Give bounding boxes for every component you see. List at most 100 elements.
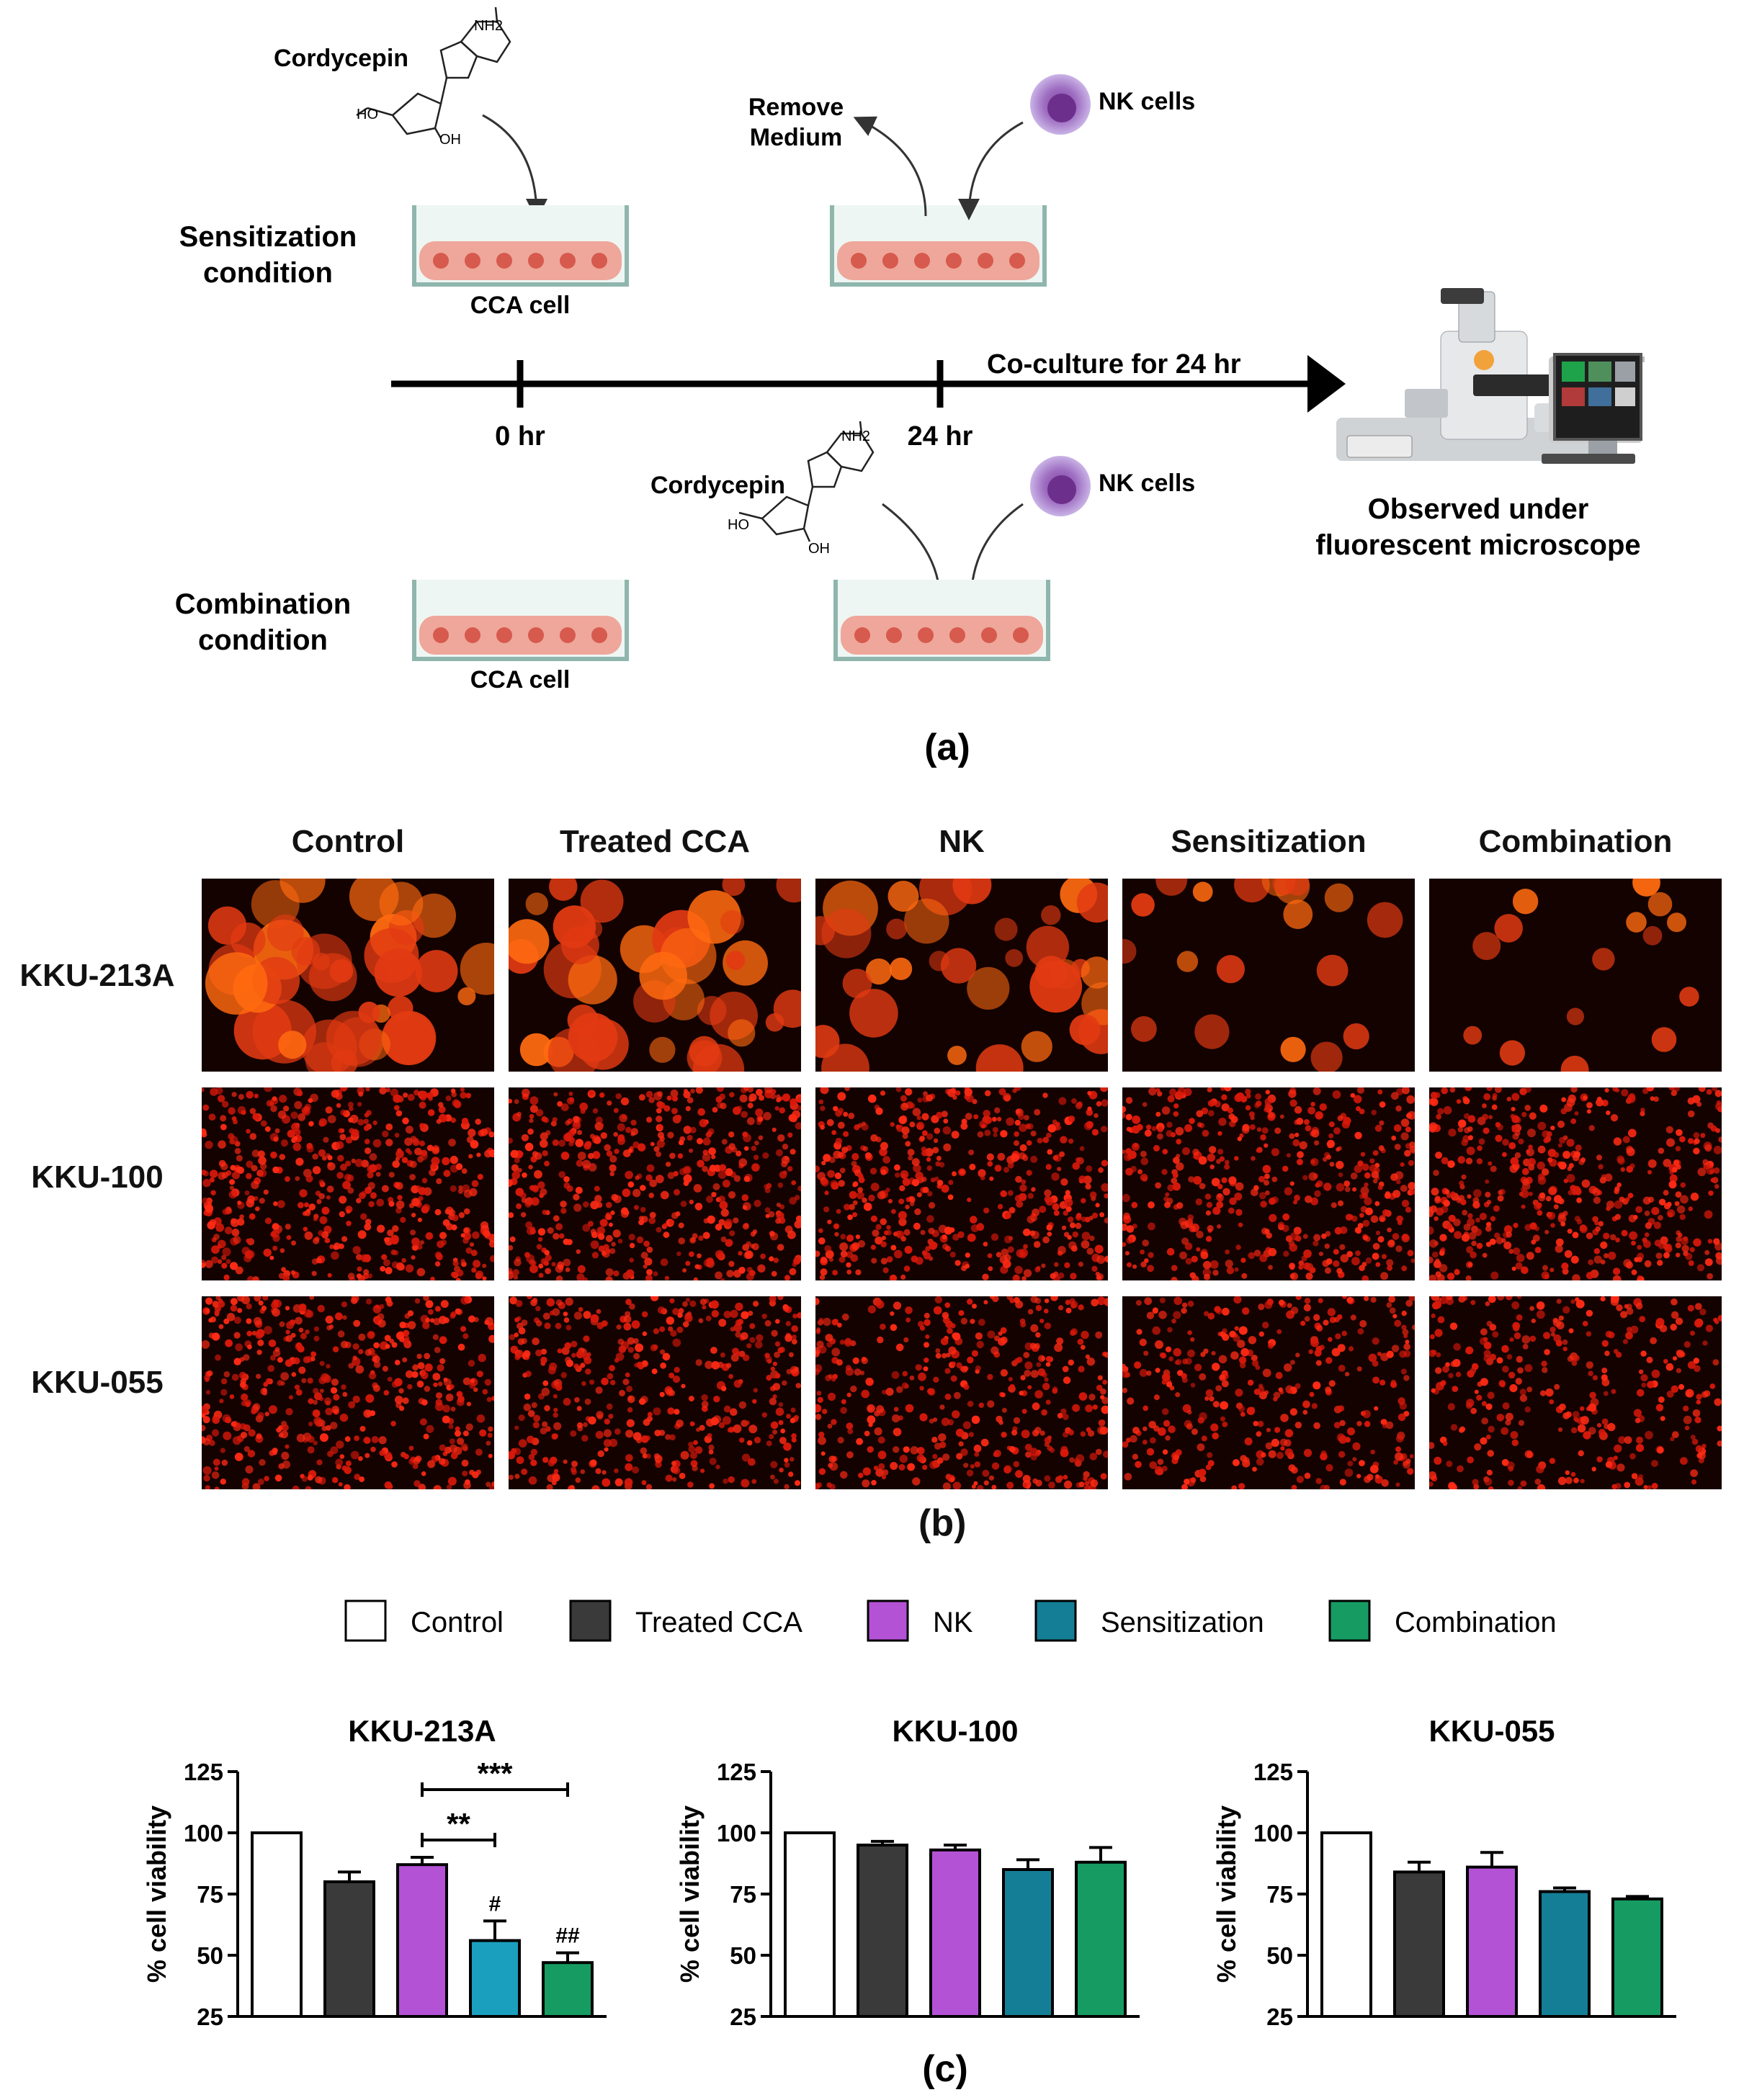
remove-medium-label-line1: Remove — [748, 94, 844, 121]
cca-cell-label-top: CCA cell — [470, 292, 571, 319]
y-axis-label: % cell viability — [1212, 1805, 1241, 1983]
timeline-label-24hr: 24 hr — [908, 421, 973, 452]
bar-4 — [542, 1961, 594, 2019]
legend-swatch — [1034, 1599, 1077, 1642]
micrograph-kku-213a-combination — [1429, 879, 1722, 1072]
y-tick-label: 50 — [730, 1942, 756, 1969]
y-axis-label: % cell viability — [675, 1805, 705, 1983]
bar-0 — [1320, 1831, 1372, 2018]
culture-well-bottom-right — [833, 580, 1050, 661]
significance-stars: *** — [477, 1756, 513, 1790]
legend-item-0: Control — [344, 1599, 504, 1642]
panel-c-letter: (c) — [922, 2048, 968, 2090]
significance-stars: ** — [447, 1807, 470, 1841]
chart-title: KKU-055 — [1428, 1714, 1555, 1748]
chart-title: KKU-100 — [892, 1714, 1018, 1748]
coculture-label: Co-culture for 24 hr — [987, 349, 1241, 380]
bar-2 — [929, 1848, 981, 2018]
nk-cells-label-bottom: NK cells — [1099, 470, 1195, 497]
nh2-label-top: NH2 — [474, 18, 503, 34]
legend-item-1: Treated CCA — [569, 1599, 802, 1642]
chart-legend: Control Treated CCA NK Sensitization Combina… — [344, 1599, 1557, 1642]
bar-3 — [1002, 1868, 1054, 2018]
y-tick-label: 125 — [1253, 1759, 1293, 1785]
bar-charts: KKU-213A% cell viability255075100125###*… — [142, 1714, 1676, 2030]
column-title-combination: Combination — [1478, 824, 1673, 859]
oh-label-top: OH — [439, 132, 461, 148]
bar-1 — [857, 1844, 908, 2018]
column-title-treated-cca: Treated CCA — [559, 824, 751, 859]
chart-kku-213a: KKU-213A% cell viability255075100125###*… — [142, 1714, 607, 2030]
micrograph-kku-100-nk — [815, 1087, 1108, 1280]
legend-item-3: Sensitization — [1034, 1599, 1264, 1642]
micrograph-kku-213a-nk — [815, 879, 1108, 1072]
legend-label: Treated CCA — [635, 1607, 802, 1638]
cordycepin-structure-top — [356, 6, 511, 139]
combination-label-line1: Combination — [175, 588, 351, 620]
micrograph-kku-100-treated-cca — [509, 1087, 801, 1280]
cordycepin-label-top: Cordycepin — [274, 45, 408, 72]
nh2-label-bottom: NH2 — [841, 428, 870, 444]
legend-label: NK — [933, 1607, 973, 1638]
column-title-nk: NK — [939, 824, 985, 859]
legend-swatch — [344, 1599, 387, 1642]
row-label-kku-213a: KKU-213A — [19, 958, 175, 993]
micrograph-kku-213a-sensitization — [1122, 879, 1415, 1072]
timeline-arrowhead — [1307, 355, 1346, 413]
oh-label-bottom: OH — [808, 541, 830, 557]
column-title-sensitization: Sensitization — [1171, 824, 1367, 859]
combination-label-line2: condition — [198, 624, 328, 656]
y-tick-label: 25 — [1266, 2003, 1293, 2030]
row-label-kku-055: KKU-055 — [31, 1365, 164, 1400]
arrow-nk-to-well-top — [958, 121, 1024, 220]
bar-0 — [784, 1831, 836, 2018]
panel-a-letter: (a) — [924, 727, 970, 768]
monitor-icon — [1542, 353, 1645, 464]
micrograph-kku-213a-control — [202, 879, 494, 1072]
panel-b-letter: (b) — [918, 1502, 967, 1544]
micrograph-kku-213a-treated-cca — [509, 879, 801, 1072]
y-tick-label: 100 — [717, 1820, 756, 1847]
y-tick-label: 75 — [1266, 1881, 1293, 1908]
panel-b-micrographs: Control Treated CCA NK Sensitization Com… — [0, 792, 1744, 1556]
nk-cell-icon-top — [1030, 74, 1091, 135]
micrograph-kku-100-sensitization — [1122, 1087, 1415, 1280]
cordycepin-label-bottom: Cordycepin — [650, 472, 785, 499]
bar-4 — [1075, 1860, 1127, 2018]
ho-label-bottom: HO — [728, 517, 749, 533]
y-tick-label: 50 — [1266, 1942, 1293, 1969]
micrograph-kku-055-nk — [815, 1296, 1108, 1489]
legend-swatch — [569, 1599, 612, 1642]
culture-well-bottom-left — [412, 580, 629, 661]
arrow-remove-medium — [853, 116, 927, 217]
y-tick-label: 25 — [197, 2003, 223, 2030]
bar-4 — [1611, 1897, 1663, 2018]
bar-2 — [1466, 1865, 1518, 2018]
bar-1 — [323, 1880, 375, 2018]
chart-title: KKU-213A — [348, 1714, 496, 1748]
y-tick-label: 100 — [184, 1820, 223, 1847]
y-tick-label: 75 — [197, 1881, 223, 1908]
legend-item-4: Combination — [1328, 1599, 1557, 1642]
bar-3 — [469, 1939, 521, 2018]
nk-cells-label-top: NK cells — [1099, 88, 1195, 115]
nk-cell-icon-bottom — [1030, 456, 1091, 516]
bar-0 — [251, 1831, 303, 2018]
micrograph-kku-100-combination — [1429, 1087, 1722, 1280]
observed-label-line1: Observed under — [1368, 493, 1589, 525]
legend-label: Control — [411, 1607, 504, 1638]
panel-c-charts: Control Treated CCA NK Sensitization Combina… — [142, 1599, 1676, 2090]
y-axis-label: % cell viability — [142, 1805, 171, 1983]
bar-1 — [1393, 1870, 1445, 2018]
significance-mark: ## — [555, 1924, 580, 1948]
column-title-control: Control — [291, 824, 405, 859]
remove-medium-label-line2: Medium — [750, 124, 842, 151]
sensitization-label-line2: condition — [203, 257, 333, 289]
legend-label: Sensitization — [1101, 1607, 1264, 1638]
row-label-kku-100: KKU-100 — [31, 1159, 164, 1195]
legend-label: Combination — [1395, 1607, 1557, 1638]
culture-well-top-right — [830, 205, 1047, 287]
timeline-label-0hr: 0 hr — [495, 421, 545, 452]
micrograph-kku-055-treated-cca — [509, 1296, 801, 1489]
